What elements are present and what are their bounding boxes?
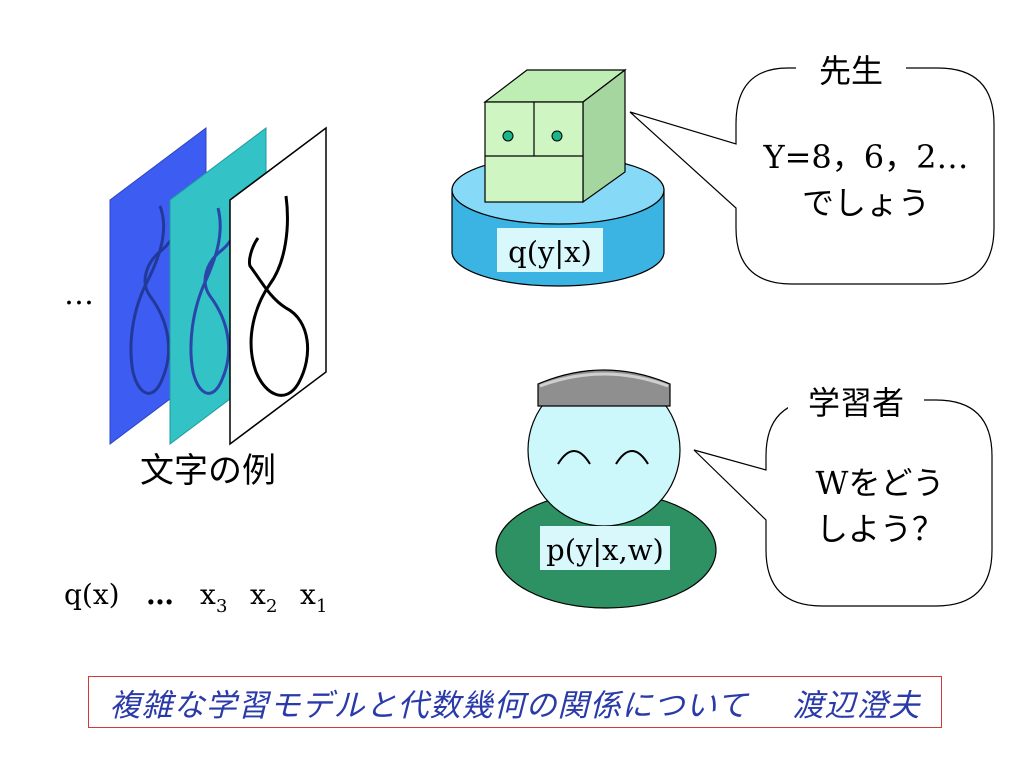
footer-title-banner: 複雑な学習モデルと代数幾何の関係について 渡辺澄夫 [88,676,942,728]
character-sample-stack [109,126,327,446]
learner-speech-bubble: 学習者 Wをどう しよう？ [693,384,993,607]
footer-author: 渡辺澄夫 [792,687,921,724]
learner-figure: p(y|x,w) [495,369,717,609]
examples-caption: 文字の例 [140,451,276,491]
learner-label-box [540,526,670,570]
teacher-bubble-line2: でしょう [802,184,930,222]
learner-cap [537,369,671,407]
learner-eye-right [615,450,649,465]
distribution-x2: x [250,578,266,611]
teacher-figure: q(y|x) [451,68,665,287]
sample-distribution: q(x) … x 3 x 2 x 1 [64,578,327,617]
distribution-x1: x [300,578,316,611]
learner-title-backing [788,390,924,412]
distribution-x2-subscript: 2 [266,596,277,617]
distribution-x3: x [200,578,216,611]
teacher-eye-right [551,130,563,142]
learner-label: p(y|x,w) [546,533,664,567]
more-samples-ellipsis: … [64,277,94,312]
learner-bubble-outline [693,399,993,607]
teacher-speech-bubble: 先生 Y=8，6，2… でしょう [629,52,995,285]
learner-cap-shade [539,372,669,388]
teacher-label: q(y|x) [508,235,592,269]
teacher-title-backing [796,58,906,80]
teacher-title: 先生 [819,52,883,90]
teacher-bubble-outline [629,67,995,285]
footer-title: 複雑な学習モデルと代数幾何の関係について [109,687,749,724]
teacher-eye-left [502,130,514,142]
white-card-handwriting [248,195,310,397]
learner-eye-left [557,450,591,465]
blue-card-handwriting [129,205,181,395]
distribution-q: q(x) [64,578,120,611]
learner-bubble-line1: Wをどう [816,464,945,502]
teal-card-handwriting [189,207,241,395]
learner-title: 学習者 [808,384,904,422]
distribution-dots: … [146,578,174,611]
teacher-label-box [497,228,603,272]
teacher-bubble-line1: Y=8，6，2… [762,138,968,176]
learner-bubble-line2: しよう？ [816,510,944,548]
distribution-x1-subscript: 1 [316,596,327,617]
distribution-x3-subscript: 3 [216,596,227,617]
